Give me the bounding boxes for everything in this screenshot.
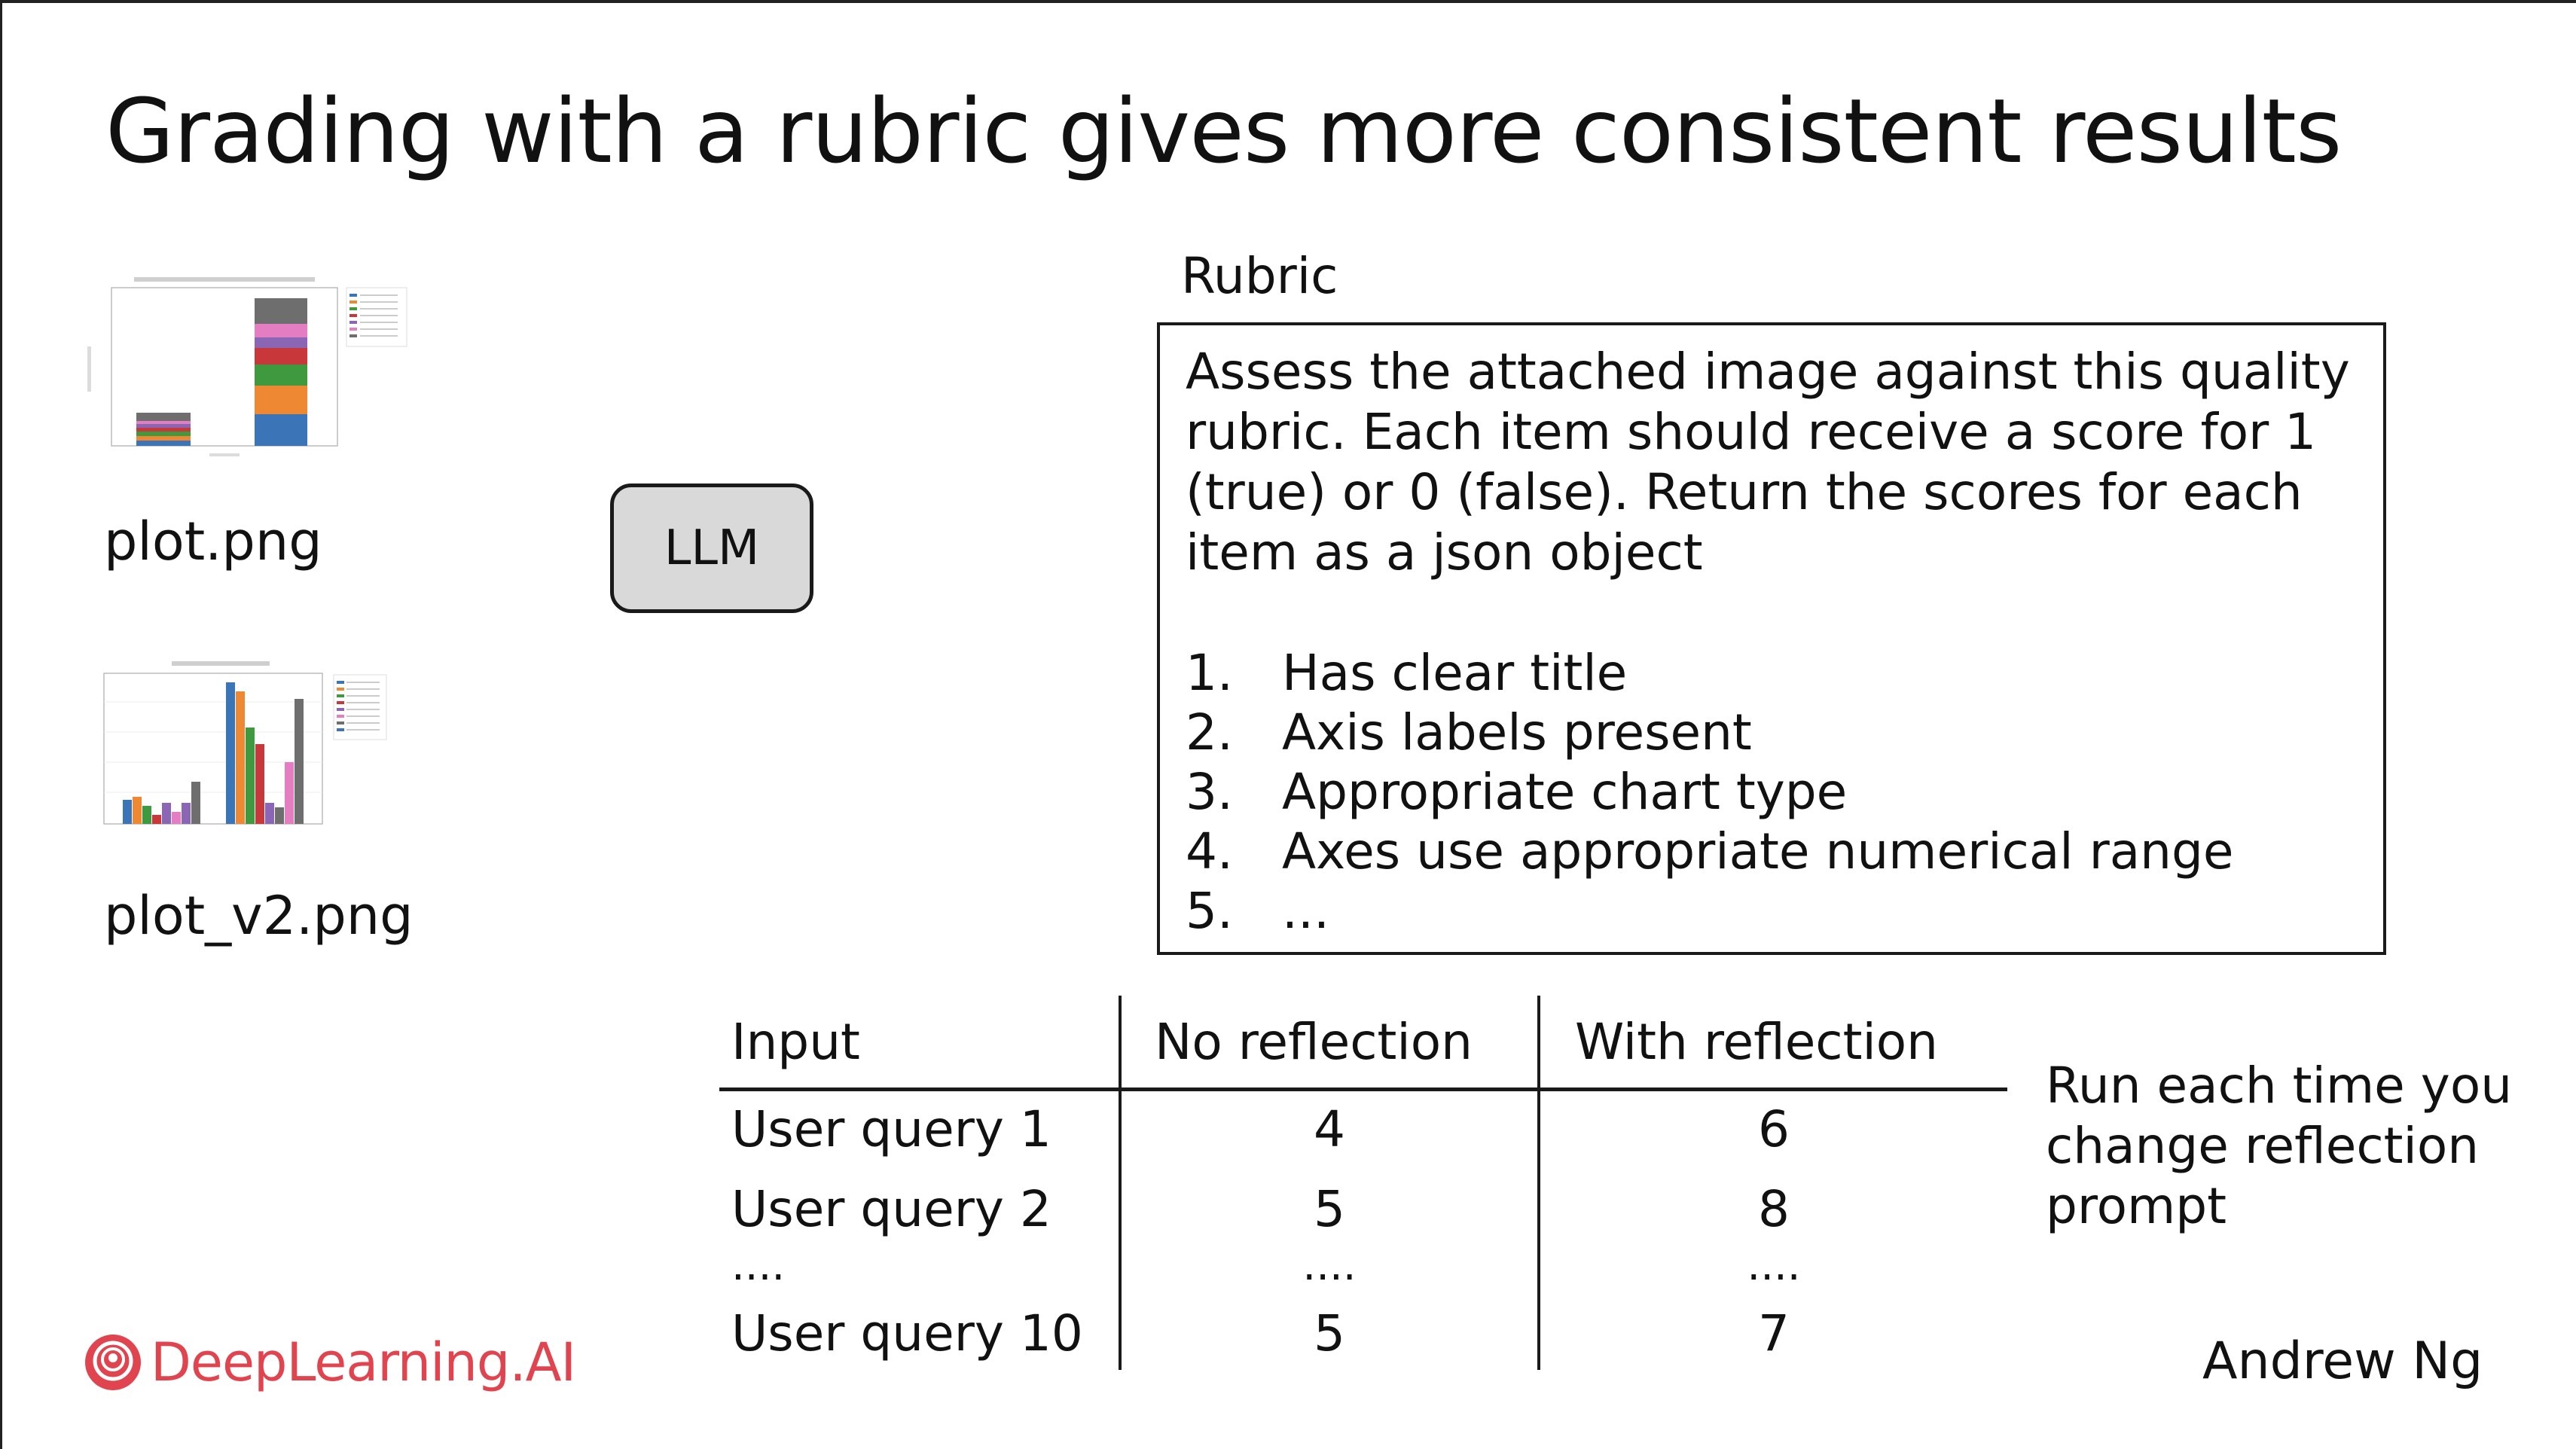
cell-with-reflection: 6 [1537, 1089, 2007, 1167]
table-row: .... .... .... [719, 1241, 2007, 1296]
file-label-plot-v2: plot_v2.png [104, 885, 414, 947]
cell-input: User query 2 [731, 1179, 1051, 1238]
rubric-item-number: 5. [1186, 882, 1233, 940]
file-label-plot: plot.png [104, 511, 322, 572]
table-row: User query 2 5 8 [719, 1167, 2007, 1251]
cell-no-reflection: 5 [1119, 1296, 1539, 1370]
rubric-item: 3. Appropriate chart type [1186, 762, 2383, 822]
rubric-item-number: 2. [1186, 703, 1233, 761]
plot-thumbnail-stacked [87, 277, 407, 456]
rubric-item-number: 4. [1186, 822, 1233, 880]
rubric-item: 4. Axes use appropriate numerical range [1186, 822, 2383, 881]
deeplearning-logo-icon [85, 1335, 141, 1390]
run-note-text: Run each time you change reflection prom… [2046, 1057, 2513, 1235]
column-header-no-reflection: No reflection [1119, 996, 1539, 1091]
results-table: Input No reflection With reflection User… [719, 996, 2007, 1370]
rubric-item-text: Has clear title [1282, 644, 1628, 702]
llm-label: LLM [664, 520, 760, 576]
cell-with-reflection: 8 [1537, 1167, 2007, 1251]
column-header-with-reflection: With reflection [1537, 996, 2007, 1091]
author-name: Andrew Ng [2202, 1332, 2483, 1391]
table-row: User query 10 5 7 [719, 1296, 2007, 1370]
rubric-list: 1. Has clear title 2. Axis labels presen… [1186, 643, 2383, 941]
rubric-item: 1. Has clear title [1186, 643, 2383, 703]
rubric-item-text: Axes use appropriate numerical range [1282, 822, 2234, 880]
column-header-input: Input [719, 996, 1120, 1091]
table-header-row: Input No reflection With reflection [719, 996, 2007, 1091]
run-note: Run each time you change reflection prom… [2046, 1056, 2513, 1237]
cell-no-reflection: 4 [1119, 1089, 1539, 1167]
rubric-item: 2. Axis labels present [1186, 703, 2383, 762]
left-border [0, 0, 2, 1449]
cell-no-reflection: .... [1119, 1245, 1539, 1296]
deeplearning-logo: DeepLearning.AI [83, 1332, 576, 1393]
rubric-box: Assess the attached image against this q… [1157, 322, 2386, 955]
plot-thumbnail-grouped [103, 661, 387, 825]
rubric-item-text: Appropriate chart type [1282, 763, 1848, 821]
rubric-item-text: Axis labels present [1282, 703, 1752, 761]
rubric-intro: Assess the attached image against this q… [1186, 343, 2350, 581]
cell-with-reflection: .... [1537, 1245, 2007, 1296]
top-border [0, 0, 2576, 3]
brand-name: DeepLearning.AI [151, 1332, 576, 1393]
rubric-item-number: 1. [1186, 644, 1233, 702]
table-row: User query 1 4 6 [719, 1089, 2007, 1167]
rubric-item-number: 3. [1186, 763, 1233, 821]
cell-no-reflection: 5 [1119, 1167, 1539, 1251]
slide-title: Grading with a rubric gives more consist… [105, 79, 2342, 183]
rubric-heading: Rubric [1181, 247, 1338, 305]
rubric-item: 5. ... [1186, 881, 2383, 941]
cell-input: User query 10 [731, 1304, 1083, 1362]
cell-input: .... [731, 1241, 786, 1290]
rubric-item-text: ... [1282, 882, 1329, 940]
cell-input: User query 1 [731, 1100, 1051, 1158]
cell-with-reflection: 7 [1537, 1296, 2007, 1370]
llm-box: LLM [610, 484, 813, 613]
